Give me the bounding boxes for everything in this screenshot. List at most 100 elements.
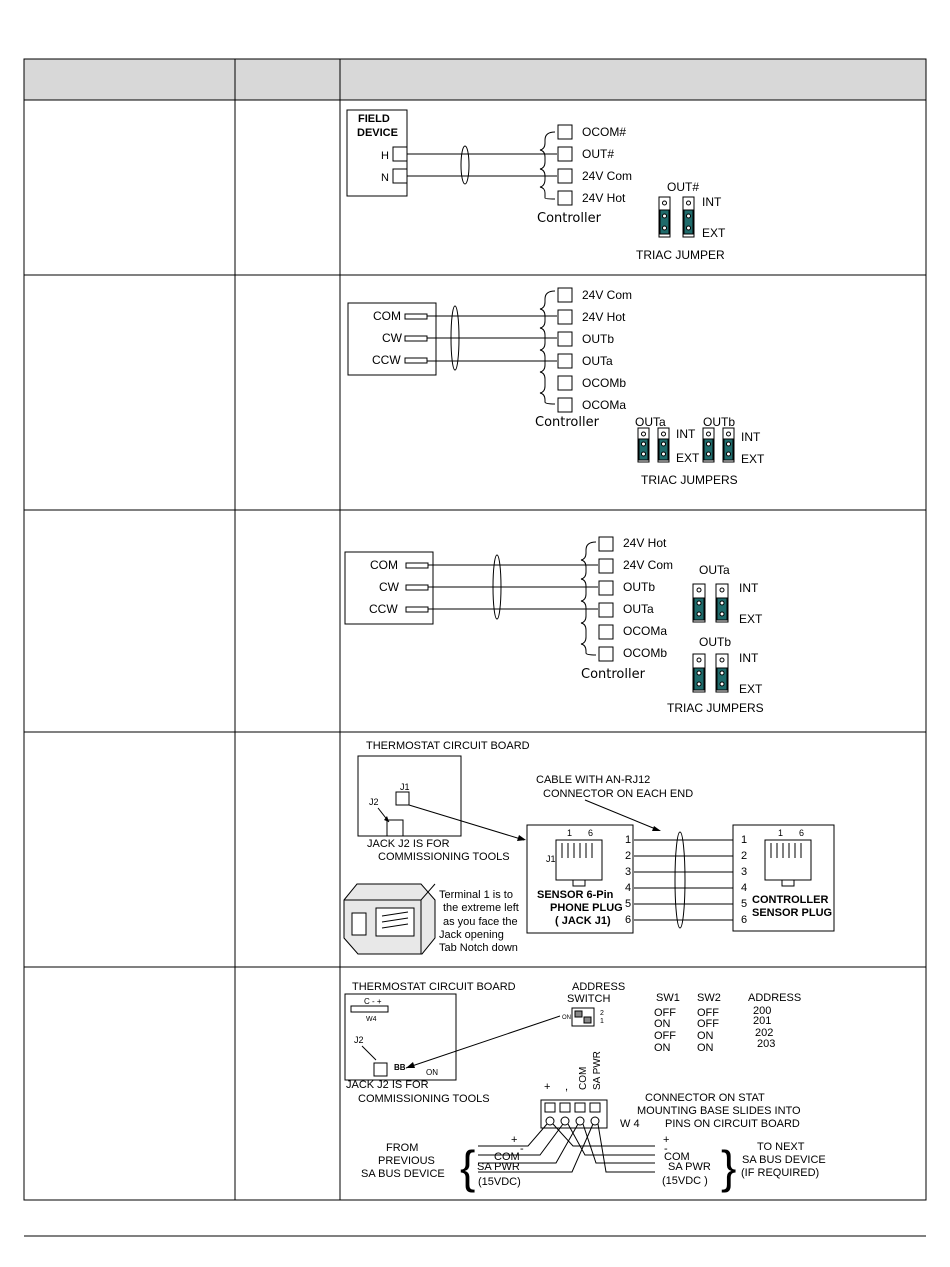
jumper-a-int: INT [676,427,696,441]
rj12-jack-icon [555,839,603,887]
jumper-outa-title: OUTa [699,563,730,577]
rj12-connector-icon [343,883,436,955]
right-minus: - [664,1143,668,1155]
svg-text:ON: ON [562,1015,571,1021]
jumper-b-int: INT [739,651,759,665]
jumper-a-int: INT [739,581,759,595]
on-label: ON [426,1068,438,1077]
left-pin-2: 2 [625,850,631,862]
diagram-field-device: FIELD DEVICE H N OCOM# OUT# 24V Com 24V … [346,109,726,262]
jumper-outa-title: OUTa [635,415,666,429]
col-sw2: SW2 [697,992,721,1004]
terminal-outb: OUTb [623,580,655,594]
triac-jumper-icon [637,427,735,463]
controller-label: Controller [581,667,646,682]
terminal-out: OUT# [582,147,614,161]
diagram-actuator-a: COM CW CCW 24V Com 24V Hot OUTb OUTa OCO… [347,287,765,487]
left-minus: - [520,1143,524,1155]
left-pin-3: 3 [625,866,631,878]
jumper-a-ext: EXT [739,612,763,626]
terminal-note-3: as you face the [443,916,518,928]
connector-w4: W 4 [620,1118,640,1130]
terminal-note-5: Tab Notch down [439,942,518,954]
w4-small-label: W4 [366,1016,377,1023]
triac-jumpers-caption: TRIAC JUMPERS [641,473,738,487]
jumper-title: OUT# [667,180,699,194]
connector-note-3: PINS ON CIRCUIT BOARD [665,1118,800,1130]
terminal-24v-hot: 24V Hot [582,191,626,205]
field-device-label-1: FIELD [358,113,390,125]
triac-jumper-icon [692,583,729,693]
address-table: OFF OFF 200 ON OFF 201 OFF ON 202 ON ON … [654,1005,775,1054]
terminal-24v-com: 24V Com [582,169,632,183]
controller-plug-line-2: SENSOR PLUG [752,907,832,919]
controller-label: Controller [535,415,600,430]
terminal-ocom: OCOM# [582,125,626,139]
wire-label-cw: CW [379,580,400,594]
table-cell: 200 [753,1005,771,1017]
right-vdc: (15VDC ) [662,1175,708,1187]
from-2: PREVIOUS [378,1155,435,1167]
terminal-outa: OUTa [623,602,654,616]
conn-minus: , [565,1081,568,1093]
terminal-outb: OUTb [582,332,614,346]
table-cell: OFF [654,1007,676,1019]
left-brace-icon: { [460,1141,475,1193]
pin-top-1: 1 [567,828,572,838]
terminal-24v-com: 24V Com [623,558,673,572]
controller-plug-line-1: CONTROLLER [752,894,828,906]
from-3: SA BUS DEVICE [361,1168,445,1180]
wiring-table [23,58,927,1201]
terminal-note-1: Terminal 1 is to [439,889,513,901]
connector-note-1: CONNECTOR ON STAT [645,1092,765,1104]
terminal-note-2: the extreme left [443,902,519,914]
left-pin-1: 1 [625,834,631,846]
field-device-label-2: DEVICE [357,127,398,139]
jack-note-2: COMMISSIONING TOOLS [378,851,510,863]
diagram-sensor-phone-plug: THERMOSTAT CIRCUIT BOARD J1 J2 JACK J2 I… [343,740,835,955]
table-cell: 201 [753,1015,771,1027]
jumper-outb-title: OUTb [699,635,731,649]
to-2: SA BUS DEVICE [742,1154,826,1166]
right-pin-1: 1 [741,834,747,846]
right-plus: + [663,1134,669,1146]
svg-text:1: 1 [600,1018,604,1025]
sensor-line-3: ( JACK J1) [555,915,611,927]
table-cell: OFF [697,1007,719,1019]
terminal-24v-hot: 24V Hot [623,536,667,550]
jack-note-1: JACK J2 IS FOR [367,838,450,850]
jack-note-1: JACK J2 IS FOR [346,1079,429,1091]
wire-label-cw: CW [382,331,403,345]
controller-label: Controller [537,211,602,226]
left-plus: + [511,1134,517,1146]
wire-label-com: COM [373,309,401,323]
table-cell: ON [697,1030,714,1042]
table-cell: OFF [654,1030,676,1042]
jumper-ext: EXT [702,226,726,240]
terminal-outa: OUTa [582,354,613,368]
wire-label-ccw: CCW [369,602,398,616]
jumper-outb-title: OUTb [703,415,735,429]
terminal-24v-com: 24V Com [582,288,632,302]
jumper-b-ext: EXT [741,452,765,466]
wire-label-h: H [381,150,389,162]
bb-label: BB [394,1063,406,1072]
left-com: COM [494,1151,520,1163]
table-cell: 202 [755,1027,773,1039]
left-pin-4: 4 [625,882,631,894]
ctrl-pin-top-1: 1 [778,828,783,838]
sensor-line-2: PHONE PLUG [550,902,623,914]
right-pin-6: 6 [741,914,747,926]
board-title: THERMOSTAT CIRCUIT BOARD [366,740,530,752]
board-title: THERMOSTAT CIRCUIT BOARD [352,981,516,993]
address-switch-2: SWITCH [567,993,610,1005]
to-3: (IF REQUIRED) [741,1167,819,1179]
left-sa-pwr: SA PWR [477,1161,520,1173]
jumper-b-ext: EXT [739,682,763,696]
ctrl-pin-top-6: 6 [799,828,804,838]
j1-label: J1 [400,782,410,792]
triac-jumper-caption: TRIAC JUMPER [636,248,725,262]
table-cell: OFF [697,1018,719,1030]
jumper-b-int: INT [741,430,761,444]
